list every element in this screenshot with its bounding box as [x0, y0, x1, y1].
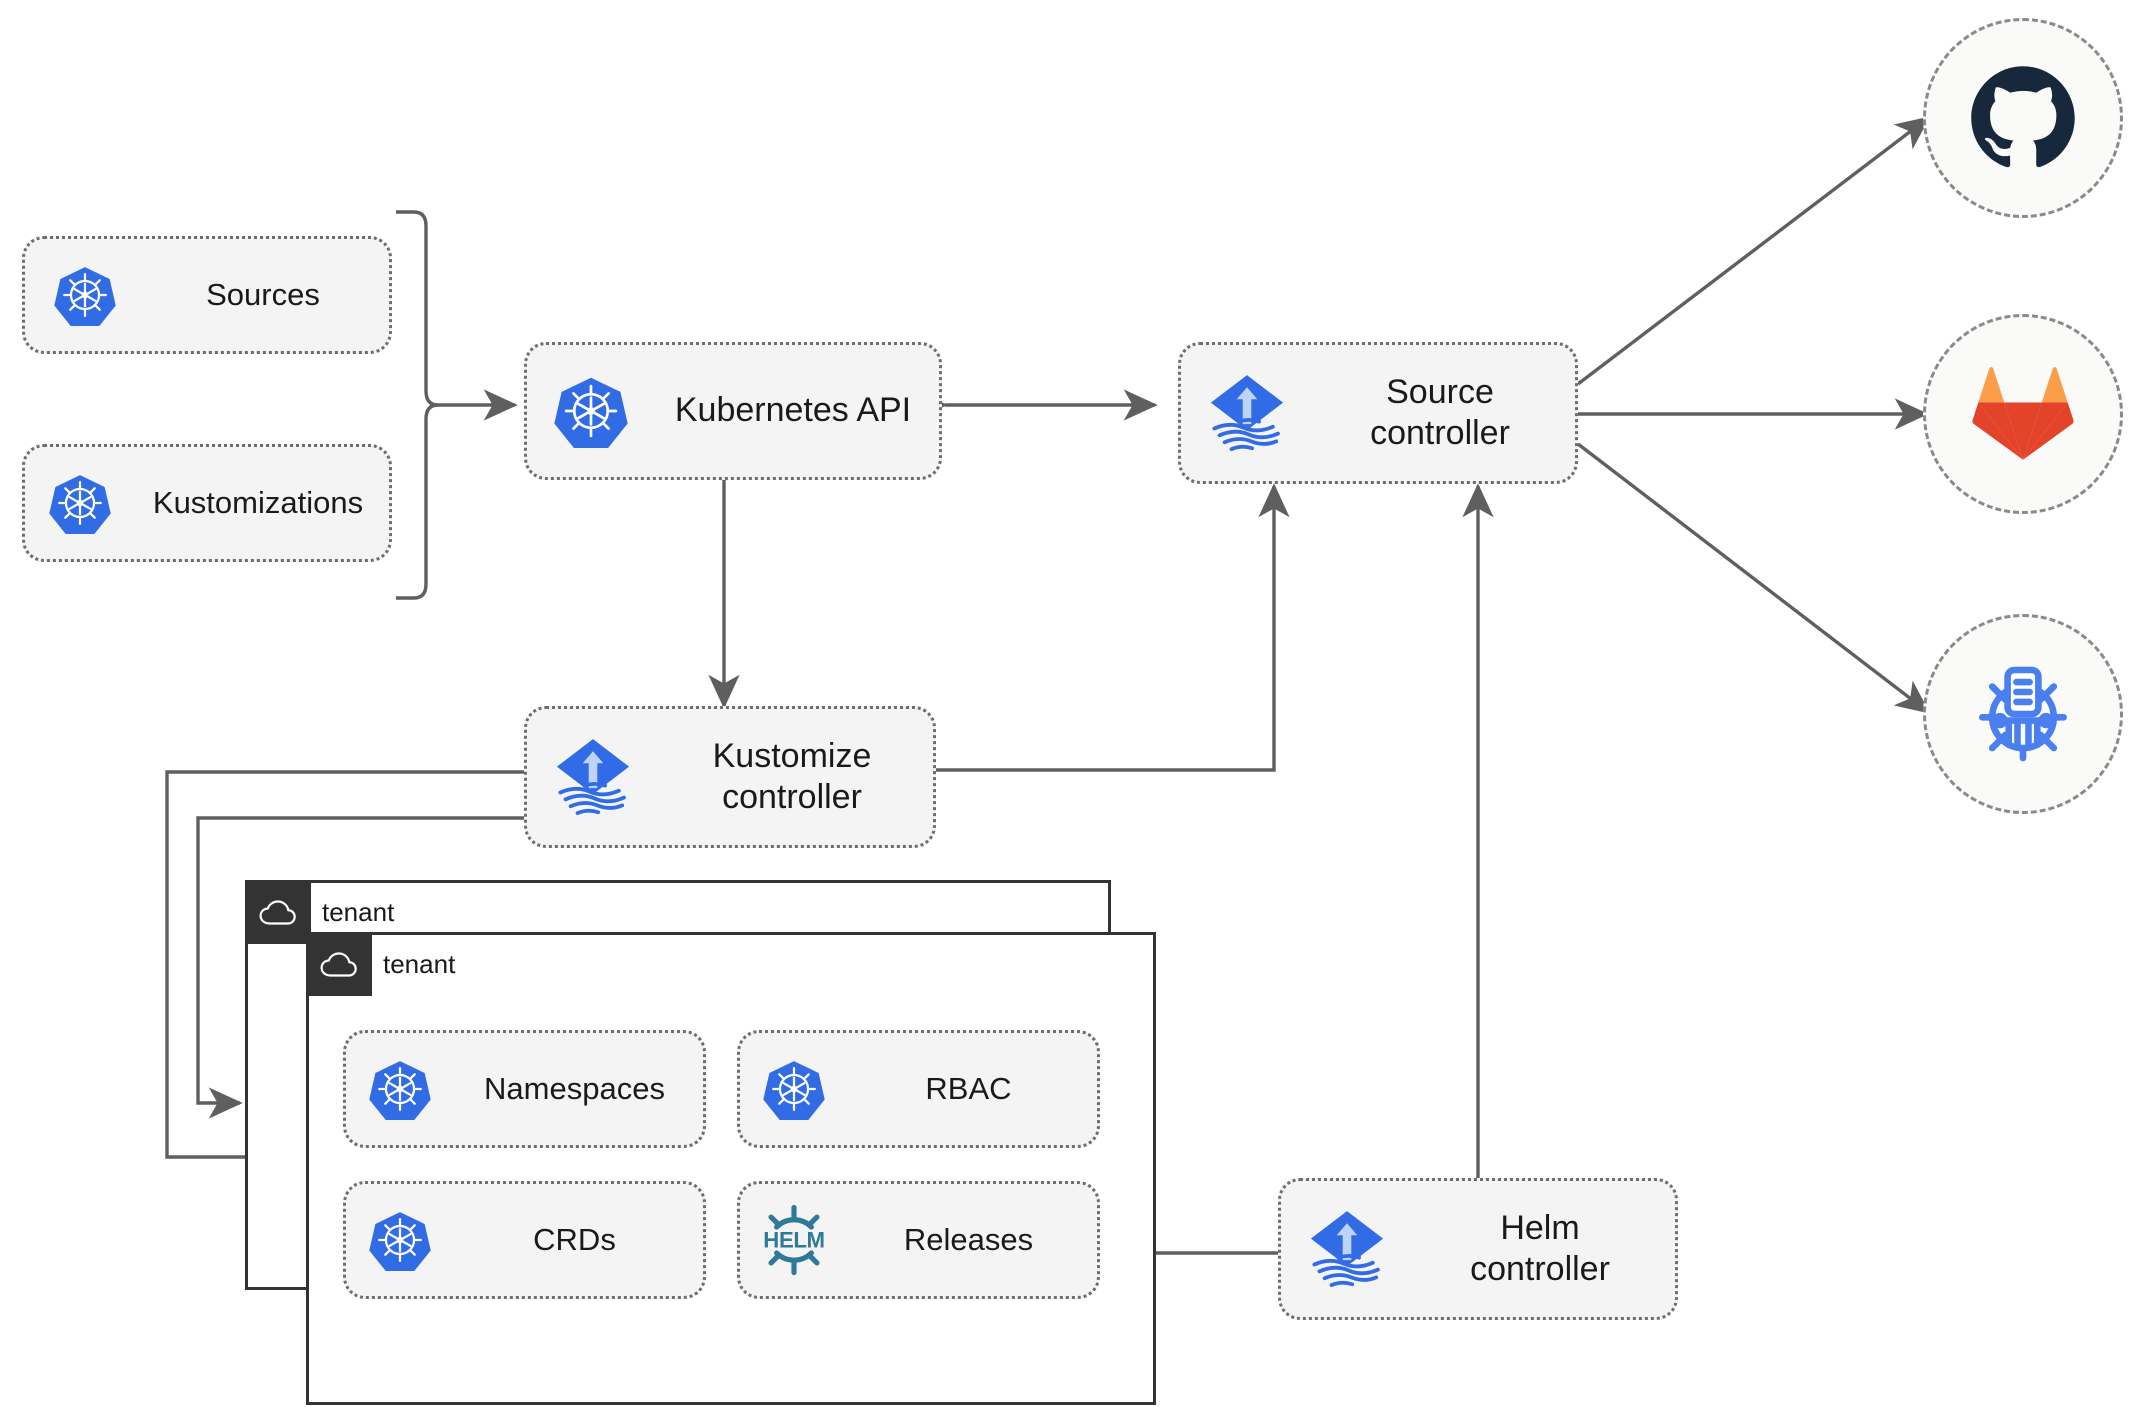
node-kubernetes-api-label: Kubernetes API — [674, 391, 912, 430]
flux-icon — [1281, 1206, 1413, 1292]
provider-github[interactable] — [1923, 18, 2123, 218]
node-sources-label: Sources — [206, 277, 320, 313]
tenant-inner-container: tenant — [306, 932, 1156, 1405]
kubernetes-icon — [740, 1058, 848, 1120]
svg-text:HELM: HELM — [763, 1227, 824, 1252]
node-kustomize-controller-label: Kustomize controller — [712, 736, 872, 816]
node-source-controller[interactable]: Source controller — [1178, 342, 1578, 484]
node-releases-label: Releases — [903, 1222, 1034, 1258]
node-namespaces-label: Namespaces — [484, 1071, 665, 1107]
kubernetes-icon — [346, 1209, 454, 1271]
edge-source-to-bucket — [1576, 442, 1931, 714]
node-crds-label: CRDs — [533, 1222, 616, 1258]
node-kustomizations-label: Kustomizations — [152, 485, 364, 521]
node-helm-controller[interactable]: Helm controller — [1278, 1178, 1678, 1320]
edge-resources-bracket — [396, 210, 439, 600]
flux-icon — [1181, 370, 1313, 456]
tenant-inner-label: tenant — [383, 948, 456, 979]
node-rbac[interactable]: RBAC — [737, 1030, 1100, 1148]
tenant-outer-tab — [245, 880, 311, 944]
node-crds[interactable]: CRDs — [343, 1181, 706, 1299]
helm-icon: HELM — [740, 1203, 848, 1277]
kubernetes-icon — [25, 264, 145, 326]
node-helm-controller-label: Helm controller — [1470, 1208, 1610, 1288]
node-source-controller-label: Source controller — [1370, 372, 1510, 452]
kubernetes-icon — [527, 374, 655, 448]
node-kustomizations[interactable]: Kustomizations — [22, 444, 392, 562]
node-sources[interactable]: Sources — [22, 236, 392, 354]
provider-gitlab[interactable] — [1923, 314, 2123, 514]
gitlab-icon — [1971, 364, 2075, 464]
node-rbac-label: RBAC — [925, 1071, 1012, 1107]
kubernetes-icon — [25, 472, 135, 534]
flux-icon — [527, 734, 659, 820]
bucket-icon — [1968, 659, 2078, 769]
node-kustomize-controller[interactable]: Kustomize controller — [524, 706, 936, 848]
kubernetes-icon — [346, 1058, 454, 1120]
cloud-icon — [259, 898, 297, 926]
node-kubernetes-api[interactable]: Kubernetes API — [524, 342, 942, 480]
provider-bucket[interactable] — [1923, 614, 2123, 814]
node-releases[interactable]: HELM Releases — [737, 1181, 1100, 1299]
edge-source-to-github — [1576, 116, 1931, 386]
edge-kustomize-to-source — [936, 483, 1290, 772]
github-icon — [1969, 64, 2077, 172]
tenant-inner-tab — [306, 932, 372, 996]
node-namespaces[interactable]: Namespaces — [343, 1030, 706, 1148]
cloud-icon — [320, 950, 358, 978]
